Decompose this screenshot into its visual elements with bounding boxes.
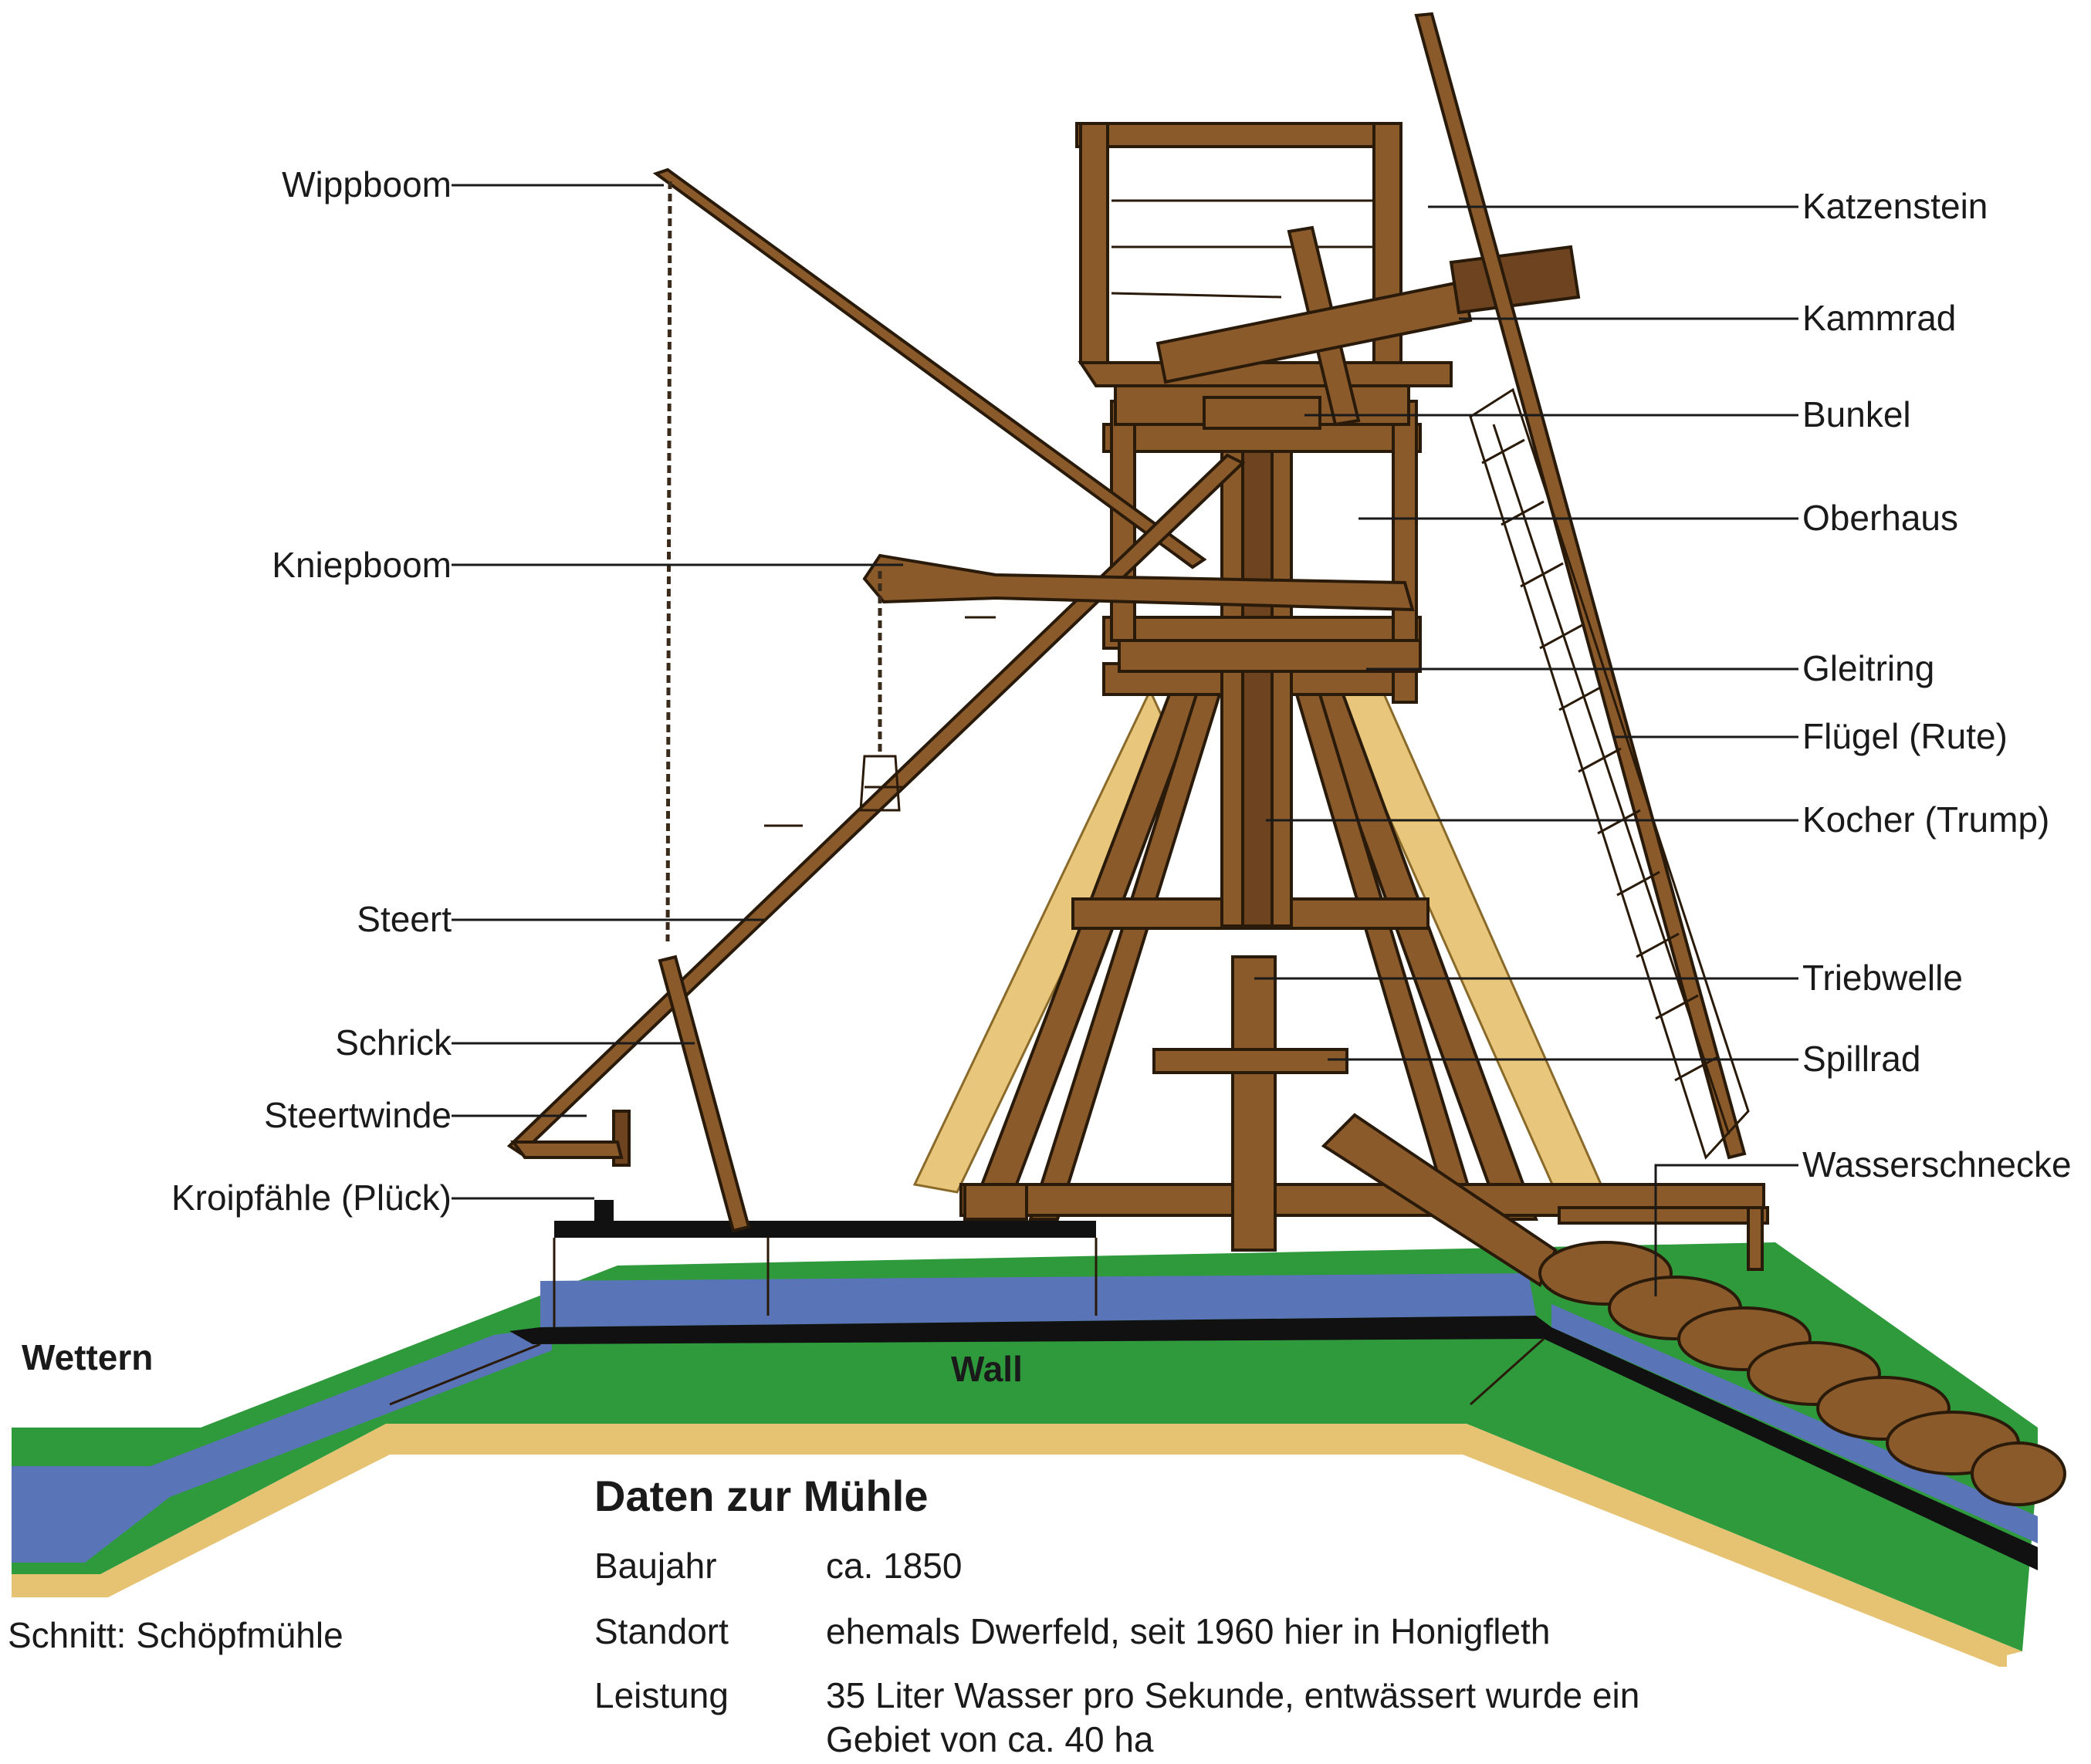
label-gleitring: Gleitring [1802, 648, 1934, 688]
label-triebwelle: Triebwelle [1802, 958, 1963, 998]
label-steert: Steert [357, 899, 452, 939]
label-kniepboom: Kniepboom [272, 545, 452, 585]
label-wall: Wall [951, 1349, 1023, 1389]
right-labels: Katzenstein Kammrad Bunkel Oberhaus Glei… [1802, 186, 2072, 1184]
katzenstein-hub [1451, 247, 1578, 313]
label-fluegel: Flügel (Rute) [1802, 716, 2008, 756]
label-wettern: Wettern [22, 1337, 153, 1377]
label-schrick: Schrick [335, 1022, 452, 1063]
triebwelle-shaft [1233, 957, 1275, 1250]
label-wasserschnecke: Wasserschnecke [1802, 1144, 2072, 1184]
schrick-post [660, 957, 749, 1231]
label-bunkel: Bunkel [1802, 394, 1911, 434]
row-value-baujahr: ca. 1850 [826, 1546, 962, 1586]
label-oberhaus: Oberhaus [1802, 498, 1958, 538]
kroipfaehle-post [594, 1200, 614, 1223]
row-key-standort: Standort [594, 1611, 729, 1651]
platform-beam [554, 1221, 1096, 1238]
row-value-standort: ehemals Dwerfeld, seit 1960 hier in Honi… [826, 1611, 1550, 1651]
spillrad-wheel [1154, 1049, 1347, 1073]
label-kammrad: Kammrad [1802, 298, 1956, 338]
data-table-title: Daten zur Mühle [594, 1472, 928, 1520]
row-key-baujahr: Baujahr [594, 1546, 717, 1586]
data-table: Daten zur Mühle Baujahr ca. 1850 Standor… [594, 1472, 1639, 1759]
label-steertwinde: Steertwinde [264, 1095, 452, 1135]
label-kroipfaehle: Kroipfähle (Plück) [171, 1178, 452, 1218]
label-spillrad: Spillrad [1802, 1039, 1920, 1079]
gleitring-ring [1119, 640, 1420, 671]
label-kocher: Kocher (Trump) [1802, 799, 2049, 840]
row-value-leistung-cont: Gebiet von ca. 40 ha [826, 1719, 1154, 1759]
label-wippboom: Wippboom [282, 164, 452, 204]
row-value-leistung: 35 Liter Wasser pro Sekunde, entwässert … [826, 1675, 1639, 1715]
label-katzenstein: Katzenstein [1802, 186, 1988, 226]
bunkel [1204, 397, 1320, 428]
caption: Schnitt: Schöpfmühle [8, 1615, 343, 1655]
row-key-leistung: Leistung [594, 1675, 729, 1715]
wippboom-chain [668, 181, 670, 941]
left-labels: Wippboom Kniepboom Steert Schrick Steert… [171, 164, 452, 1218]
